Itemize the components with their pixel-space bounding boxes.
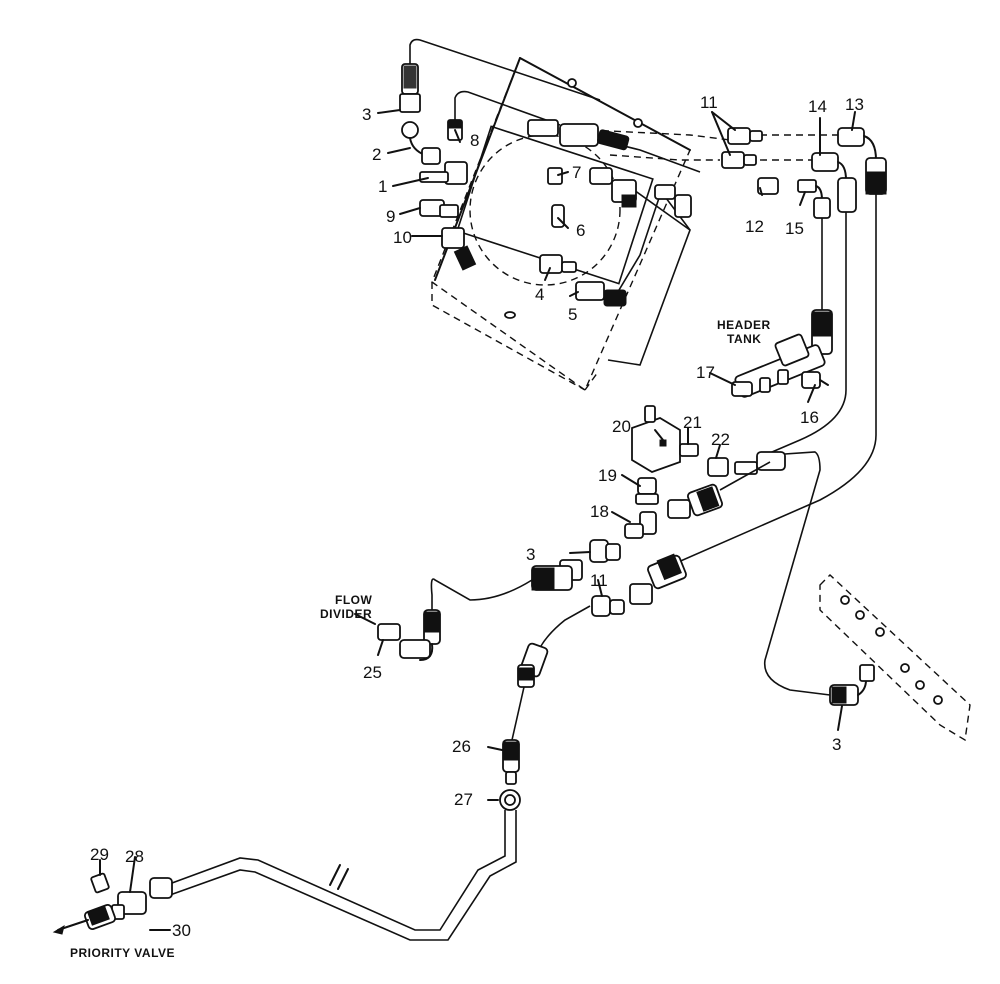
callout-18: 18 bbox=[590, 502, 609, 521]
callout-14: 14 bbox=[808, 97, 827, 116]
callout-25: 25 bbox=[363, 663, 382, 682]
header-tank-caption-line2: TANK bbox=[727, 332, 761, 346]
callout-19: 19 bbox=[598, 466, 617, 485]
right-pipework bbox=[659, 194, 877, 696]
callout-11-top: 11 bbox=[700, 93, 718, 112]
header-tank-caption-line1: HEADER bbox=[717, 318, 771, 332]
callout-13: 13 bbox=[845, 95, 864, 114]
flow-divider-caption-line2: DIVIDER bbox=[320, 607, 372, 621]
header-tank bbox=[731, 309, 833, 398]
leader-lines bbox=[99, 109, 856, 931]
callout-8: 8 bbox=[470, 131, 479, 150]
bottom-pipe bbox=[169, 810, 517, 941]
lower-pipework bbox=[499, 553, 687, 811]
housing-outline bbox=[431, 57, 691, 392]
callout-3-top: 3 bbox=[362, 105, 371, 124]
callout-6: 6 bbox=[576, 221, 585, 240]
priority-valve-fittings bbox=[52, 872, 173, 935]
callout-17: 17 bbox=[696, 363, 715, 382]
callout-2: 2 bbox=[372, 145, 381, 164]
valve-block-assembly bbox=[624, 405, 786, 539]
callout-22: 22 bbox=[711, 430, 730, 449]
callout-3-right: 3 bbox=[832, 735, 841, 754]
callout-21: 21 bbox=[683, 413, 702, 432]
callout-7: 7 bbox=[572, 163, 581, 182]
callout-20: 20 bbox=[612, 417, 631, 436]
callout-5: 5 bbox=[568, 305, 577, 324]
priority-valve-caption: PRIORITY VALVE bbox=[70, 946, 175, 960]
callout-9: 9 bbox=[386, 207, 395, 226]
callout-16: 16 bbox=[800, 408, 819, 427]
callout-10: 10 bbox=[393, 228, 412, 247]
top-right-fittings bbox=[721, 127, 887, 219]
center-fittings bbox=[527, 119, 692, 307]
callout-30: 30 bbox=[172, 921, 191, 940]
callout-28: 28 bbox=[125, 847, 144, 866]
callout-1: 1 bbox=[378, 177, 387, 196]
callout-15: 15 bbox=[785, 219, 804, 238]
callout-3-middle: 3 bbox=[526, 545, 535, 564]
flow-divider-line bbox=[354, 539, 621, 661]
callout-labels: 3 2 1 9 10 8 7 6 4 5 11 14 13 12 15 HEAD… bbox=[70, 93, 864, 960]
dashed-manifold bbox=[819, 574, 971, 742]
flow-divider-caption-line1: FLOW bbox=[335, 593, 372, 607]
callout-11-middle: 11 bbox=[590, 571, 608, 590]
top-left-fittings bbox=[399, 63, 477, 271]
callout-29: 29 bbox=[90, 845, 109, 864]
callout-26: 26 bbox=[452, 737, 471, 756]
callout-12: 12 bbox=[745, 217, 764, 236]
callout-4: 4 bbox=[535, 285, 544, 304]
callout-27: 27 bbox=[454, 790, 473, 809]
